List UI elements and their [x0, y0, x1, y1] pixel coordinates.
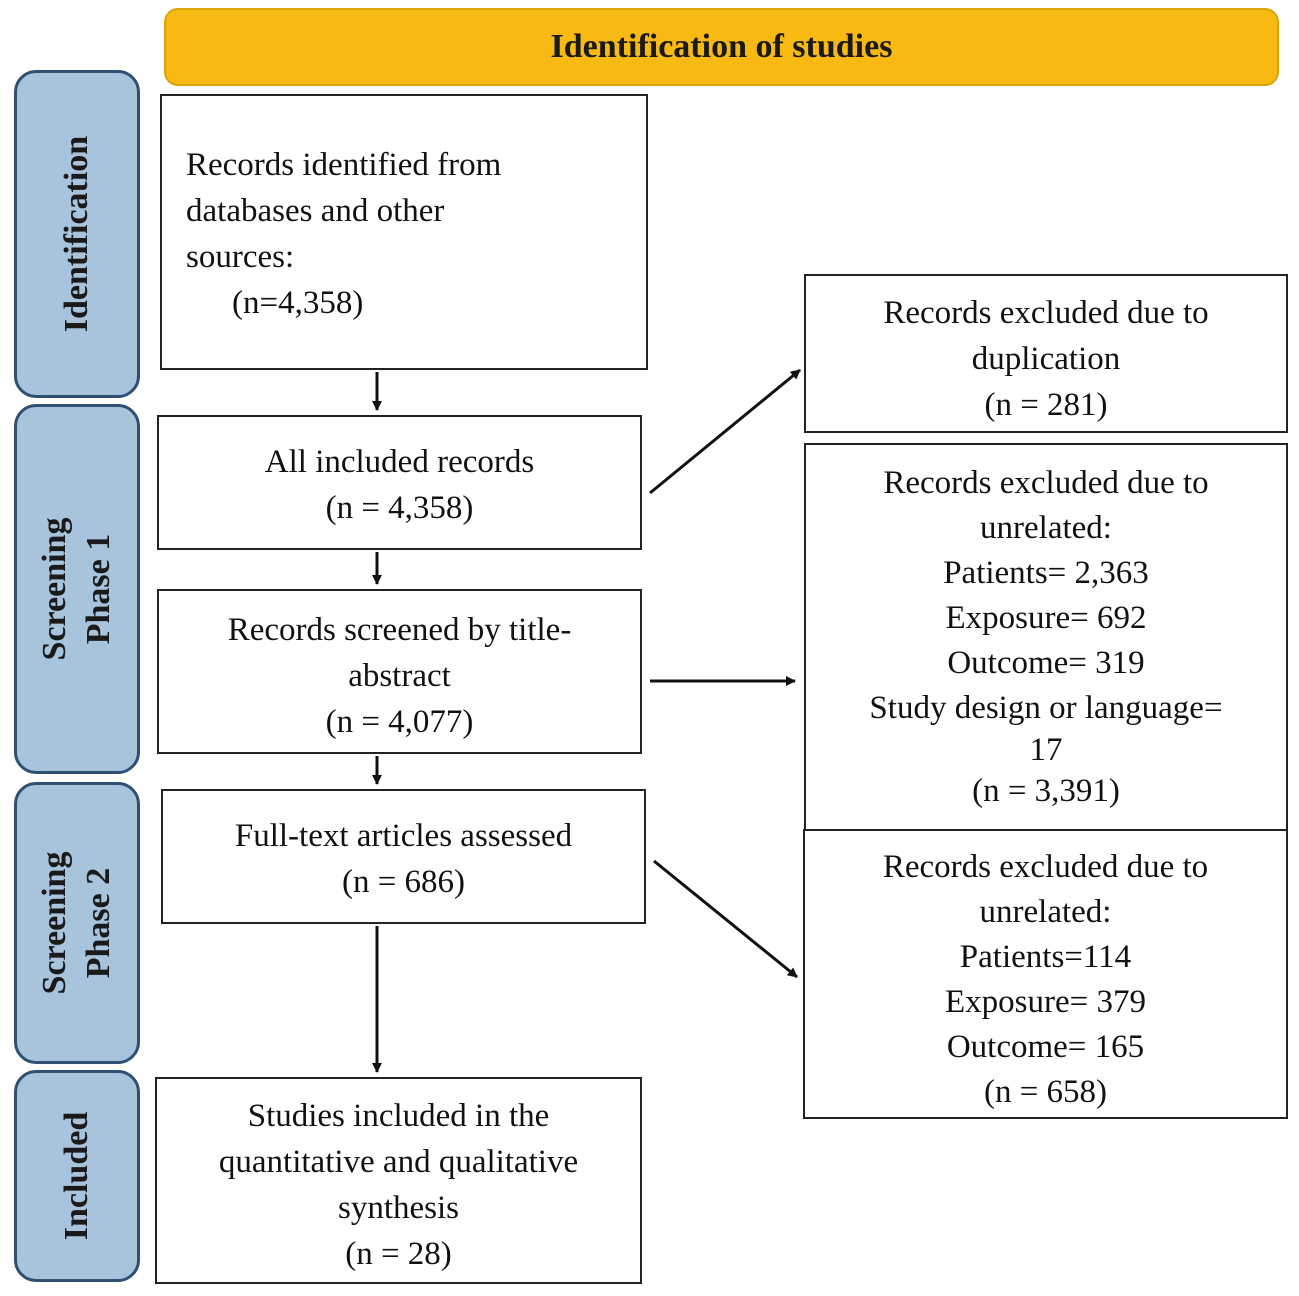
excluded-unrelated-phase1-box: Records excluded due to unrelated: Patie… — [804, 443, 1288, 831]
phase-included: Included — [14, 1070, 140, 1282]
full-text-assessed-box: Full-text articles assessed (n = 686) — [161, 789, 646, 924]
arrow-to-excluded-duplication — [649, 368, 801, 495]
header-title: Identification of studies — [550, 28, 893, 65]
all-included-records-box: All included records (n = 4,358) — [157, 415, 642, 550]
phase-screening-2: Screening Phase 2 — [14, 782, 140, 1064]
records-identified-box: Records identified from databases and ot… — [160, 94, 648, 370]
header-banner: Identification of studies — [164, 8, 1279, 86]
records-screened-box: Records screened by title- abstract (n =… — [157, 589, 642, 754]
phase-identification: Identification — [14, 70, 140, 398]
excluded-unrelated-phase2-box: Records excluded due to unrelated: Patie… — [803, 829, 1288, 1119]
excluded-duplication-box: Records excluded due to duplication (n =… — [804, 274, 1288, 433]
studies-included-box: Studies included in the quantitative and… — [155, 1077, 642, 1284]
arrow-to-excluded-unrelated-2 — [653, 859, 798, 979]
phase-screening-1: Screening Phase 1 — [14, 404, 140, 774]
